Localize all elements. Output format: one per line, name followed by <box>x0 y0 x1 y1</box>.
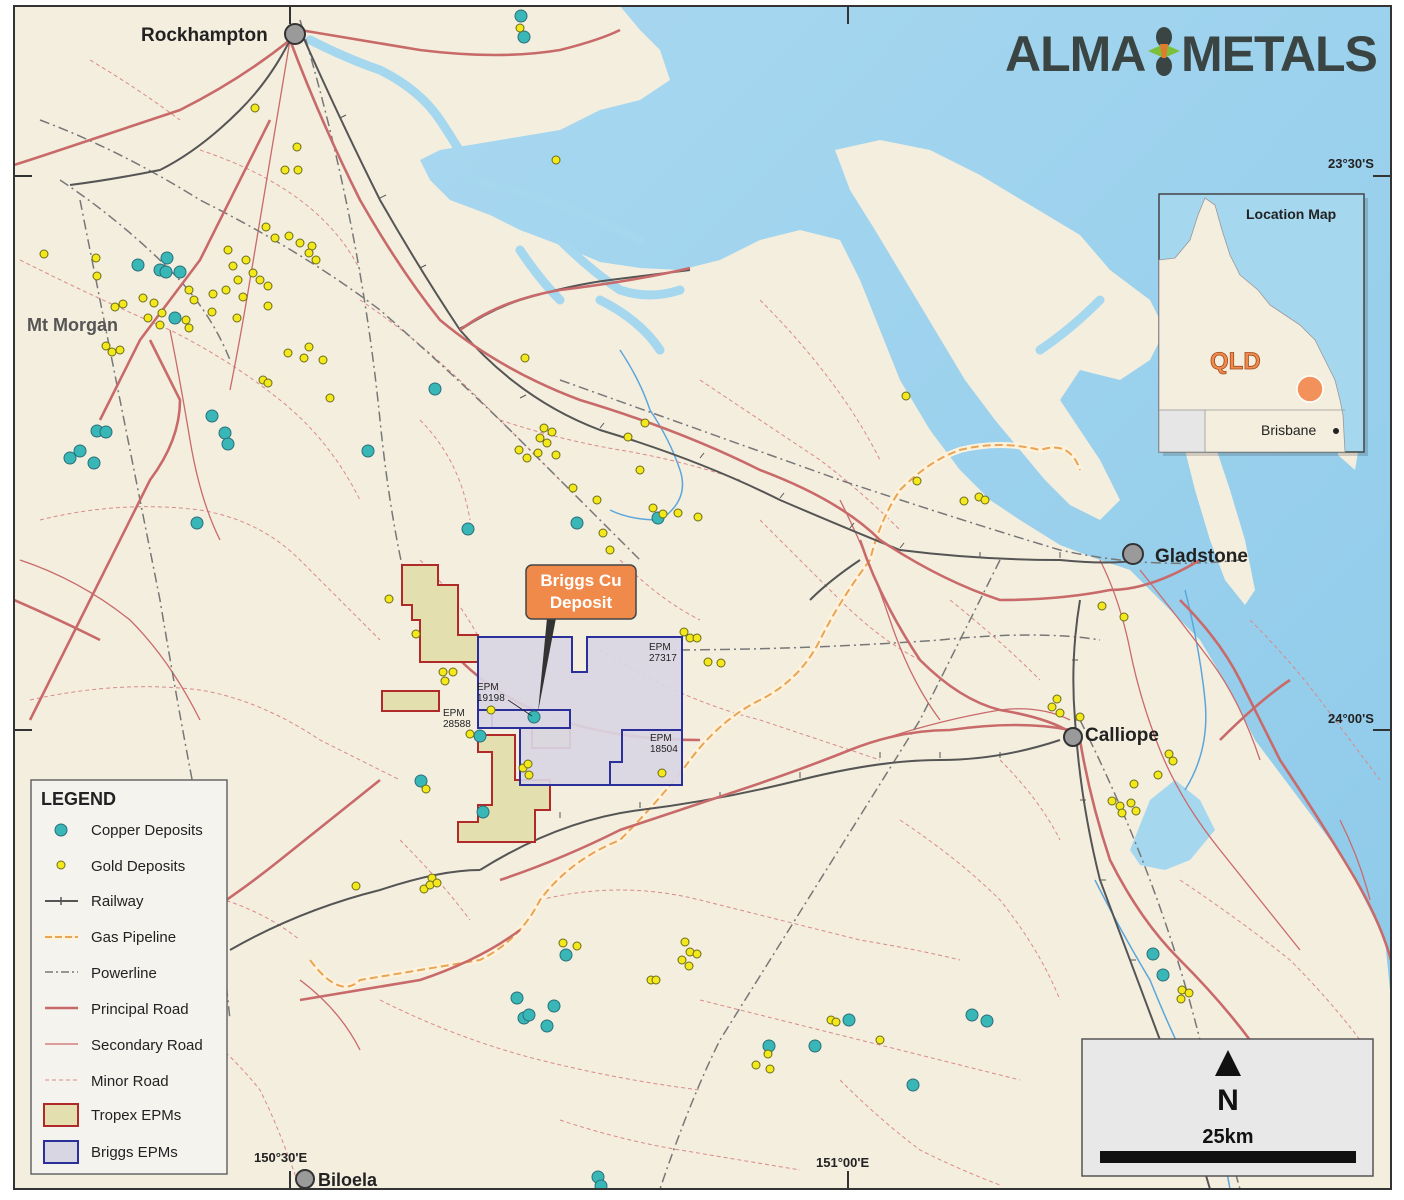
svg-text:Principal Road: Principal Road <box>91 1001 189 1018</box>
legend-item-powerline: Powerline <box>45 965 157 982</box>
place-gladstone: Gladstone <box>1155 546 1248 567</box>
briggs-epm-tenements <box>477 636 683 786</box>
facing-island <box>1185 420 1255 605</box>
coord-lat-2330: 23°30'S <box>1328 156 1374 171</box>
legend-item-secondary-road: Secondary Road <box>45 1037 203 1054</box>
svg-text:Gold Deposits: Gold Deposits <box>91 858 185 875</box>
svg-text:25km: 25km <box>1202 1126 1253 1148</box>
place-mt-morgan: Mt Morgan <box>27 315 118 335</box>
coord-lat-2400: 24°00'S <box>1328 711 1374 726</box>
svg-text:Tropex EPMs: Tropex EPMs <box>91 1107 181 1124</box>
svg-text:Railway: Railway <box>91 893 144 910</box>
map-legend: LEGEND Copper Deposits Gold Deposits Rai… <box>30 779 228 1175</box>
legend-item-railway: Railway <box>45 893 144 910</box>
legend-item-copper: Copper Deposits <box>54 822 203 839</box>
svg-text:Copper Deposits: Copper Deposits <box>91 822 203 839</box>
gold-deposits <box>39 23 1194 1074</box>
copper-deposits <box>63 9 1170 1189</box>
svg-text:Secondary Road: Secondary Road <box>91 1037 203 1054</box>
svg-text:Gas Pipeline: Gas Pipeline <box>91 929 176 946</box>
place-calliope: Calliope <box>1085 725 1159 746</box>
legend-item-gold: Gold Deposits <box>56 858 185 875</box>
svg-text:Deposit: Deposit <box>550 593 613 612</box>
svg-text:Minor Road: Minor Road <box>91 1073 169 1090</box>
legend-item-tropex-epms: Tropex EPMs <box>43 1103 181 1127</box>
curtis-island <box>835 140 1165 520</box>
svg-text:LEGEND: LEGEND <box>41 789 116 809</box>
svg-text:Powerline: Powerline <box>91 965 157 982</box>
north-arrow-icon <box>1215 1050 1241 1076</box>
svg-text:Briggs EPMs: Briggs EPMs <box>91 1144 178 1161</box>
place-biloela: Biloela <box>318 1170 378 1190</box>
sea-area <box>420 6 1391 1000</box>
town-markers <box>284 23 1144 1189</box>
place-rockhampton: Rockhampton <box>141 25 268 46</box>
coord-lon-15030: 150°30'E <box>254 1150 307 1165</box>
svg-text:METALS: METALS <box>1181 26 1377 82</box>
logo-emblem-icon <box>1148 27 1180 76</box>
svg-text:Briggs Cu: Briggs Cu <box>540 571 621 590</box>
legend-item-gas-pipeline: Gas Pipeline <box>45 929 176 946</box>
coord-lon-15100: 151°00'E <box>816 1155 869 1170</box>
svg-text:Brisbane: Brisbane <box>1261 422 1316 438</box>
legend-item-principal-road: Principal Road <box>45 1001 189 1018</box>
location-inset-map: Location Map QLD Brisbane <box>1158 193 1368 456</box>
svg-text:ALMA: ALMA <box>1005 26 1145 82</box>
scale-north-panel: N 25km <box>1081 1038 1374 1177</box>
svg-text:QLD: QLD <box>1210 348 1261 375</box>
svg-text:Location Map: Location Map <box>1246 206 1336 222</box>
legend-item-briggs-epms: Briggs EPMs <box>43 1140 178 1164</box>
svg-text:N: N <box>1217 1084 1239 1117</box>
legend-item-minor-road: Minor Road <box>45 1073 169 1090</box>
alma-metals-logo: ALMA METALS <box>1005 26 1378 82</box>
briggs-deposit-callout: Briggs Cu Deposit <box>525 564 637 712</box>
lake-awoonga <box>1130 780 1215 870</box>
